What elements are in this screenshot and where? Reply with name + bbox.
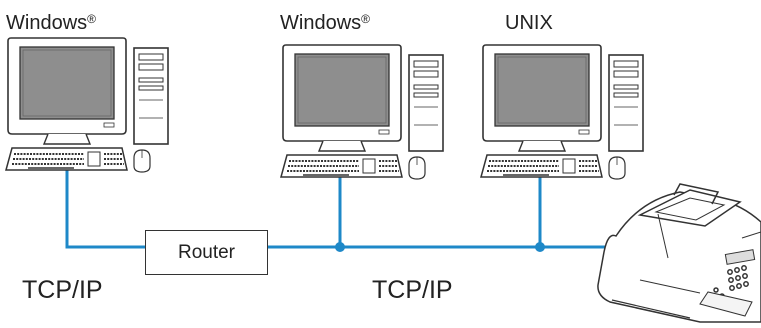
desktop-computer-icon-right xyxy=(480,44,644,180)
junction-middle xyxy=(335,242,345,252)
label-pc-left: Windows® xyxy=(6,12,96,34)
router-box: Router xyxy=(145,230,268,275)
junction-right xyxy=(535,242,545,252)
router-label: Router xyxy=(177,241,236,263)
desktop-computer-icon-middle xyxy=(280,44,444,180)
desktop-computer-icon-left xyxy=(5,37,169,173)
protocol-label-left: TCP/IP xyxy=(22,276,103,304)
protocol-label-right: TCP/IP xyxy=(372,276,453,304)
label-pc-middle: Windows® xyxy=(280,12,370,34)
multifunction-printer-icon xyxy=(597,183,761,323)
label-pc-right: UNIX xyxy=(505,12,553,34)
